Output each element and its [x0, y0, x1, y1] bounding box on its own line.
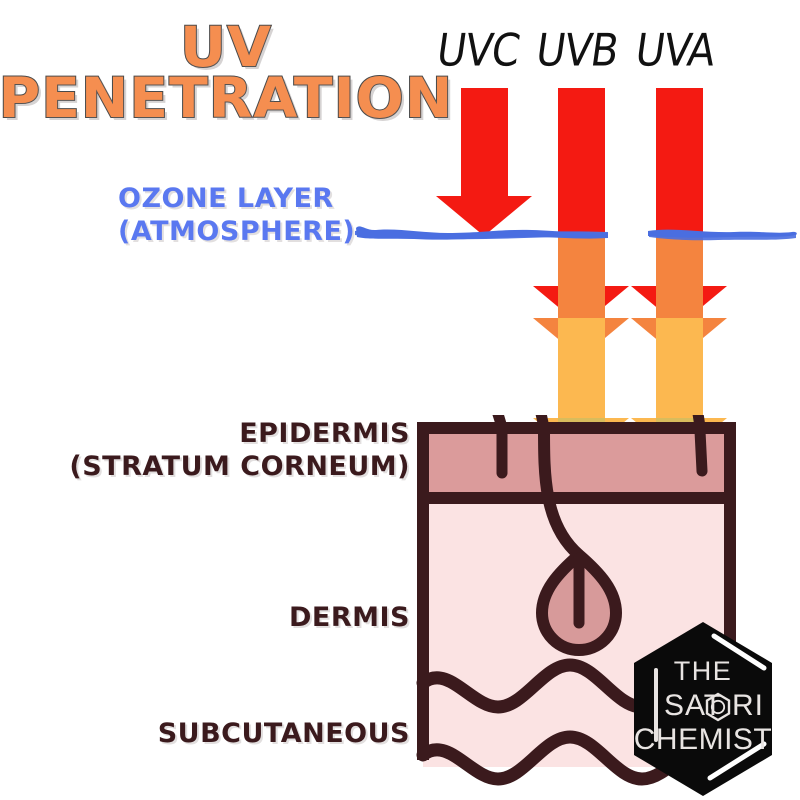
hair-strand-2 — [535, 415, 550, 434]
follicle-outline — [536, 422, 622, 656]
logo-line-2-b: RI — [732, 689, 764, 722]
label-epidermis: EPIDERMIS (STRATUM CORNEUM) — [69, 418, 410, 482]
epidermis-fill — [423, 428, 730, 498]
beam-shaft-light-orange — [655, 318, 703, 418]
logo-line-1: THE — [674, 656, 733, 686]
skin-left-border — [417, 422, 429, 760]
logo-accent-line-top — [711, 633, 767, 671]
hair-root-3 — [694, 425, 708, 477]
hair-group — [492, 415, 706, 434]
hair-strand-3 — [692, 415, 706, 434]
epidermis-top-border — [417, 422, 736, 434]
logo-hexagon — [634, 622, 772, 796]
label-dermis: DERMIS — [288, 602, 410, 633]
beam-shaft-red — [460, 88, 508, 196]
logo-the-satori-chemist[interactable]: THE SAT RI CHEMIST — [612, 618, 794, 800]
uv-label-uva: UVA — [632, 25, 718, 77]
ozone-layer-line — [355, 226, 797, 241]
skin-cross-section — [416, 415, 737, 786]
hair-strand-1 — [492, 415, 508, 434]
epidermis-dermis-divider — [417, 492, 736, 504]
uv-label-uvc: UVC — [433, 25, 523, 77]
logo-line-3: CHEMIST — [634, 723, 773, 756]
hair-follicle — [536, 422, 622, 656]
uv-label-uvb: UVB — [532, 25, 622, 77]
page-title: UV PENETRATION — [0, 15, 454, 131]
label-ozone-layer: OZONE LAYER (ATMOSPHERE) — [118, 183, 356, 247]
benzene-ring-inner — [710, 699, 726, 715]
benzene-ring-icon — [705, 692, 731, 722]
logo-accent-line-bottom — [707, 741, 767, 781]
hair-root-stubs — [496, 425, 708, 479]
label-subcutaneous: SUBCUTANEOUS — [157, 718, 410, 749]
beam-shaft-light-orange — [557, 318, 605, 418]
